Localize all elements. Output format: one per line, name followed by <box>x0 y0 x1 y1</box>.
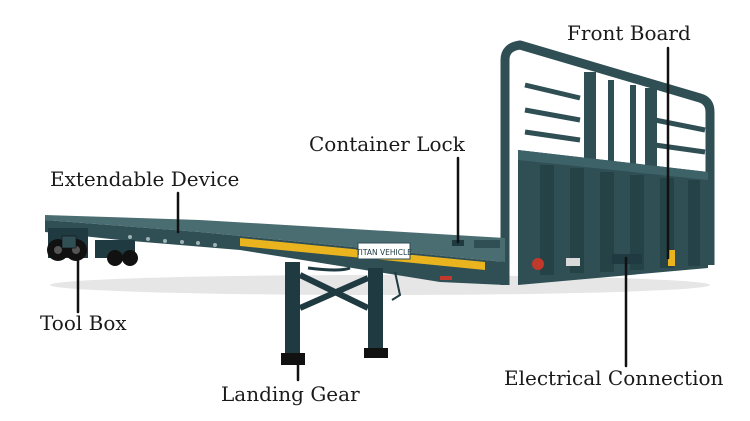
front-board <box>500 40 715 285</box>
label-extendable-device: Extendable Device <box>50 167 240 191</box>
leader-lines <box>76 46 670 382</box>
rear-axles <box>47 228 138 266</box>
label-front-board: Front Board <box>567 21 691 45</box>
label-landing-gear: Landing Gear <box>221 382 360 406</box>
brand-plate-text: TITAN VEHICLE <box>355 248 412 257</box>
brand-plate: TITAN VEHICLE <box>355 242 412 260</box>
label-tool-box: Tool Box <box>40 311 127 335</box>
landing-gear-legs <box>281 262 452 365</box>
label-electrical-connection: Electrical Connection <box>504 366 724 390</box>
label-container-lock: Container Lock <box>309 132 465 156</box>
